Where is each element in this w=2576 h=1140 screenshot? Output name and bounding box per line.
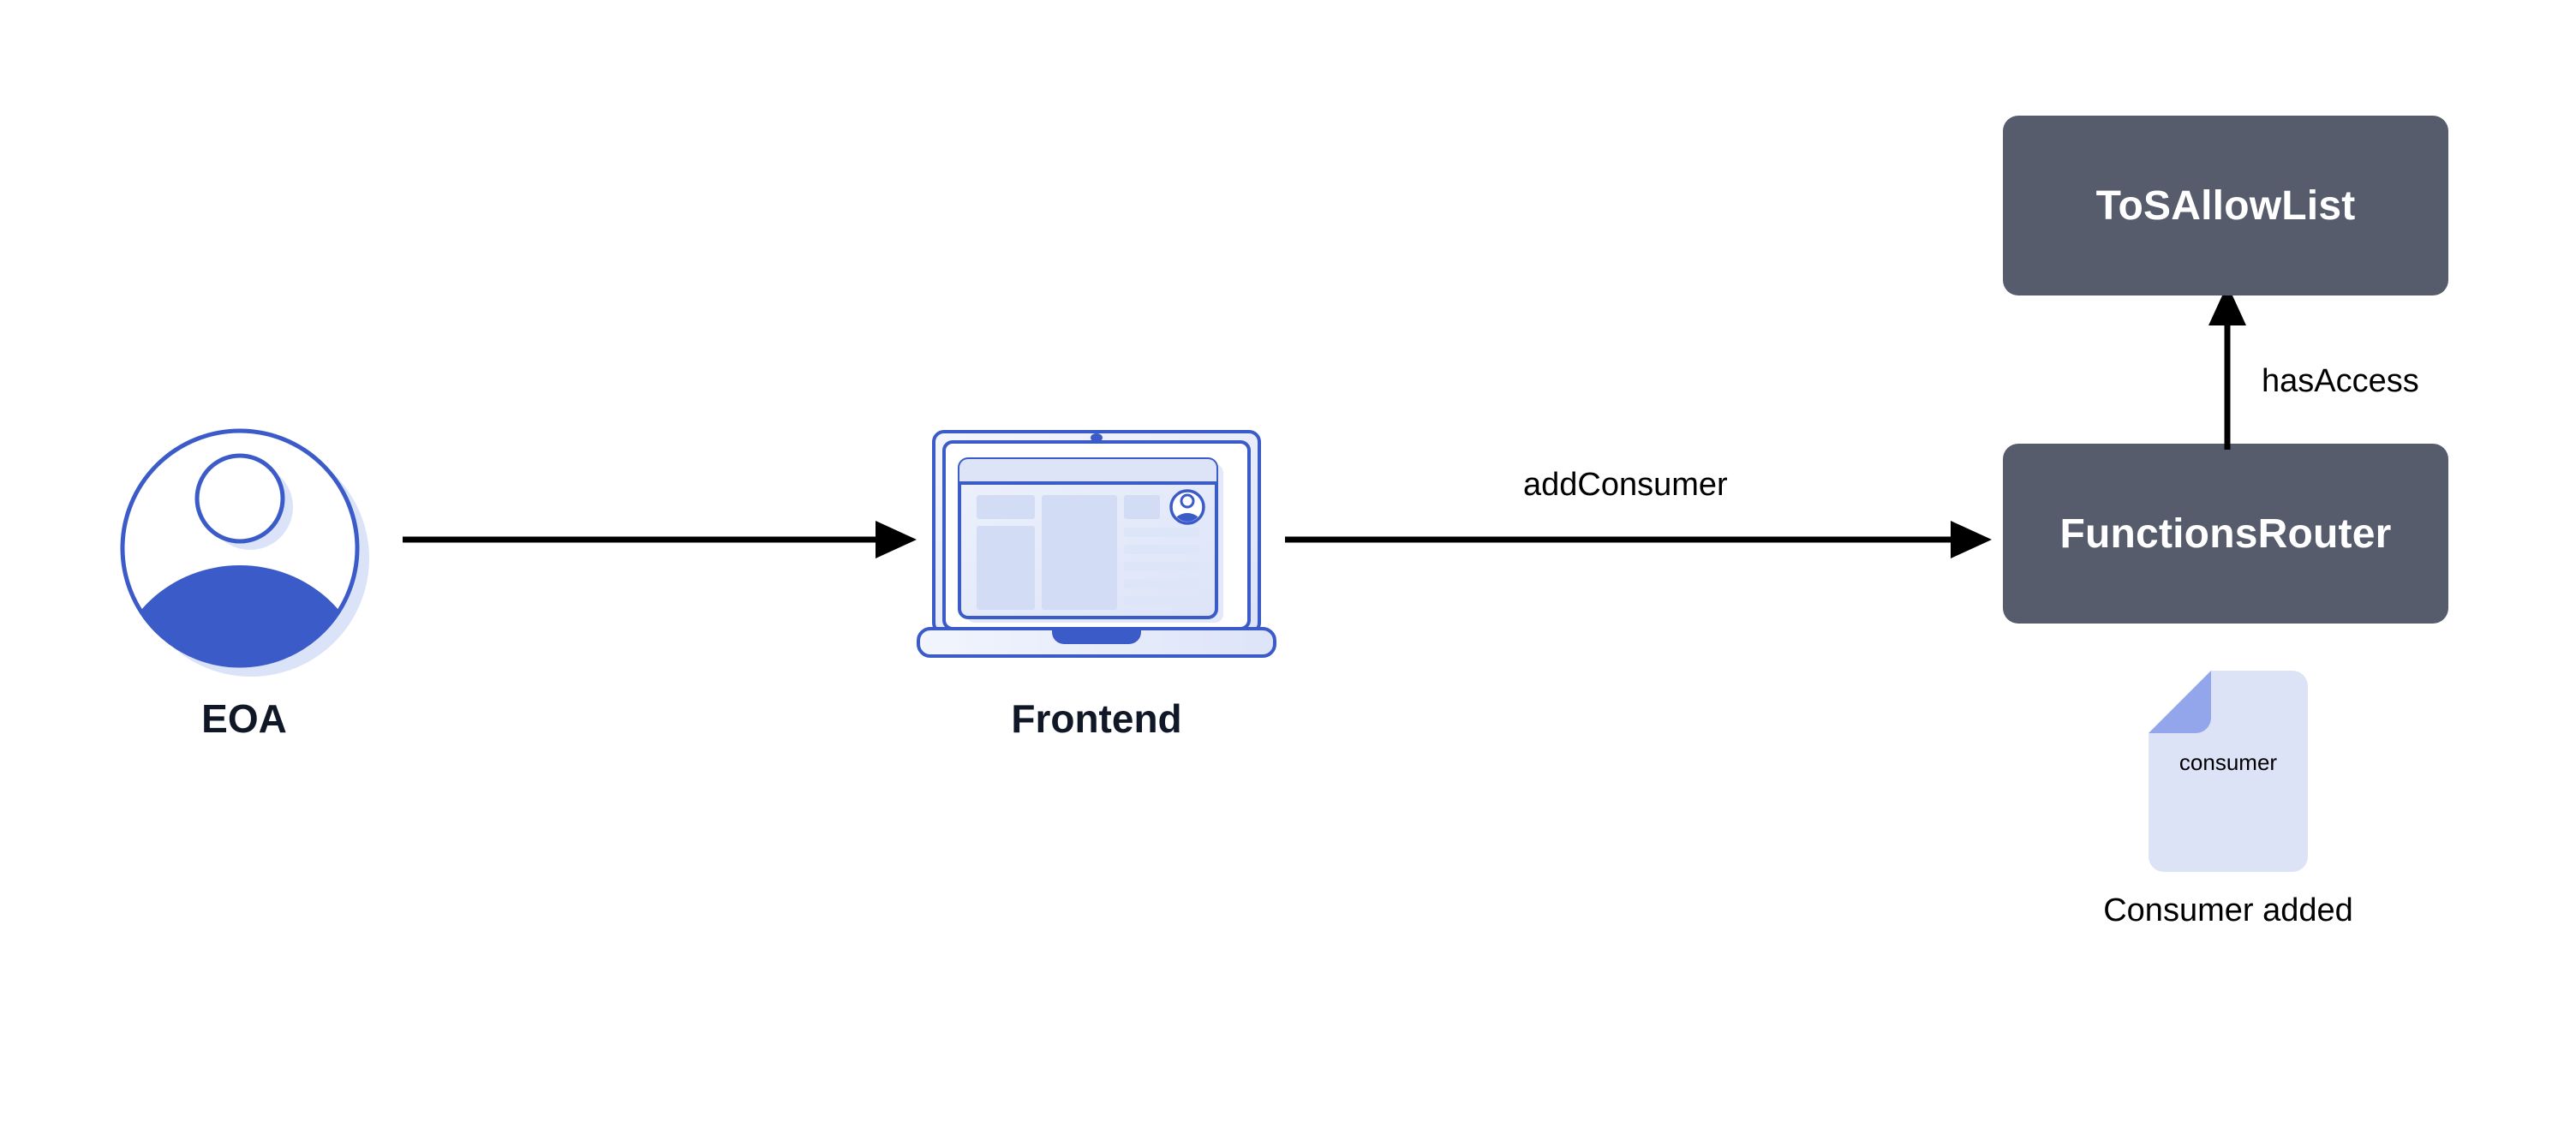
edge-label-add-consumer: addConsumer: [1523, 467, 1728, 503]
edge-frontend-to-router-arrow: [1285, 521, 1992, 558]
node-tos-allow-list[interactable]: ToSAllowList: [2003, 116, 2448, 295]
document-icon-text: consumer: [2179, 749, 2278, 775]
node-functions-router-label: FunctionsRouter: [2059, 510, 2392, 557]
edge-router-to-allowlist-arrow: [2208, 284, 2246, 450]
node-consumer-artifact-caption: Consumer added: [2103, 892, 2353, 928]
edge-eoa-to-frontend-arrow: [403, 521, 917, 558]
node-frontend-label: Frontend: [1011, 696, 1182, 741]
edge-label-has-access: hasAccess: [2262, 363, 2419, 399]
node-eoa[interactable]: [120, 428, 369, 677]
node-frontend[interactable]: [917, 428, 1276, 664]
node-functions-router[interactable]: FunctionsRouter: [2003, 444, 2448, 624]
document-icon: [2149, 671, 2308, 872]
node-consumer-artifact[interactable]: consumer: [2149, 671, 2308, 872]
node-eoa-label: EOA: [201, 696, 287, 741]
laptop-icon: [917, 430, 1276, 658]
node-tos-allow-list-label: ToSAllowList: [2095, 182, 2356, 229]
laptop-screen-avatar-icon: [1169, 489, 1205, 525]
user-avatar-icon: [120, 428, 369, 677]
